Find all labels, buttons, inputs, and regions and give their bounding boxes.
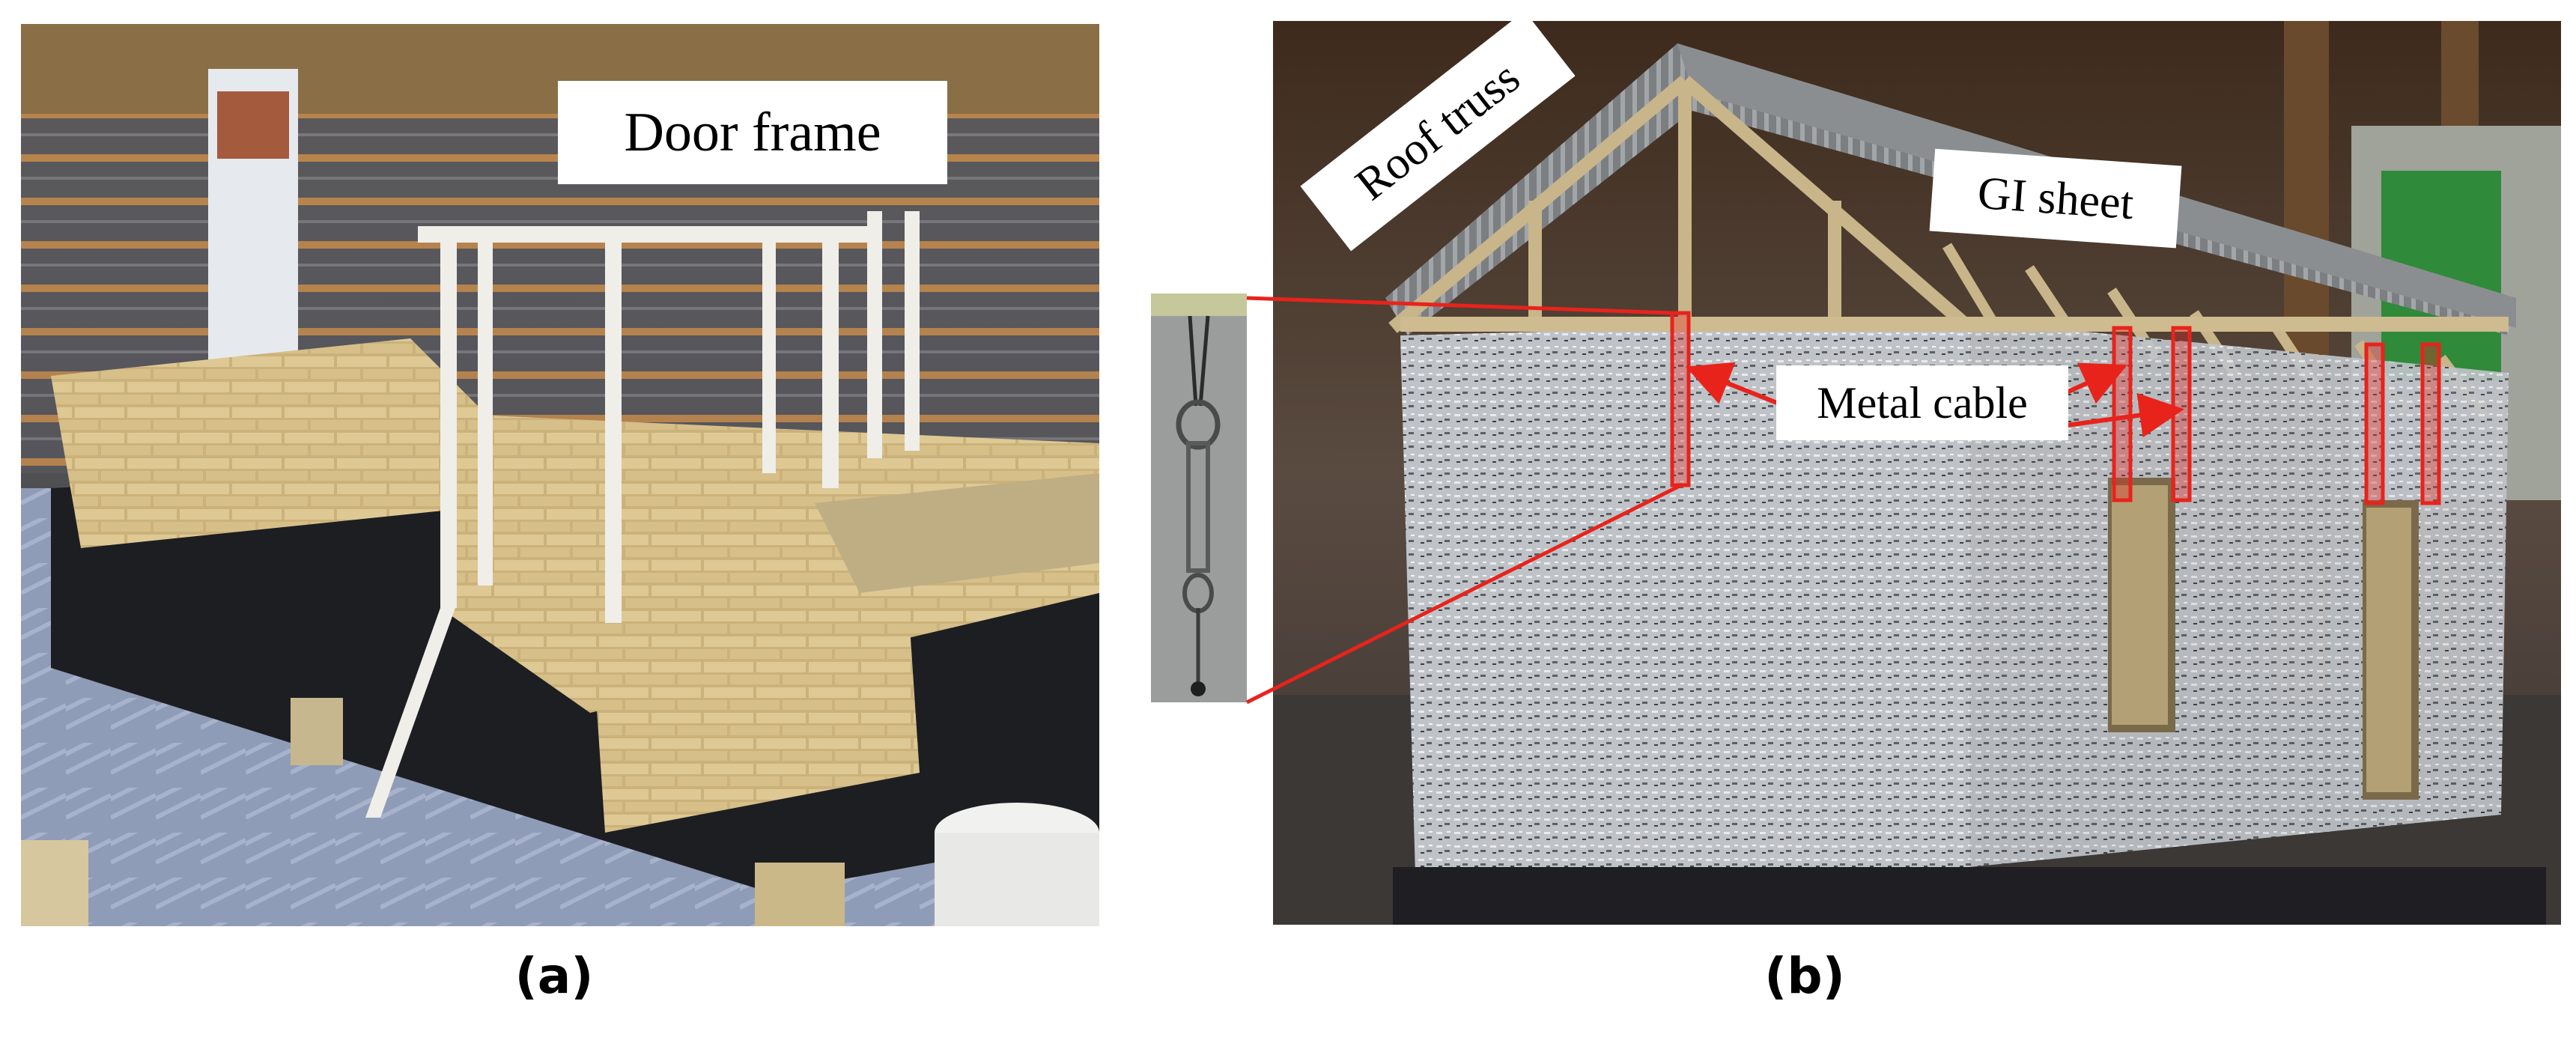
cable-detail-inset (1151, 294, 1247, 702)
panel-b-caption: (b) (1764, 947, 1845, 1005)
gi-sheet-label: GI sheet (1929, 148, 2182, 249)
panel-a-caption: (a) (514, 947, 594, 1005)
turnbuckle-illustration (1151, 294, 1247, 702)
photo-panel-b (1273, 21, 2561, 925)
door-frame-label: Door frame (558, 81, 947, 184)
metal-cable-label: Metal cable (1776, 365, 2068, 440)
model-house-illustration (1273, 21, 2561, 925)
